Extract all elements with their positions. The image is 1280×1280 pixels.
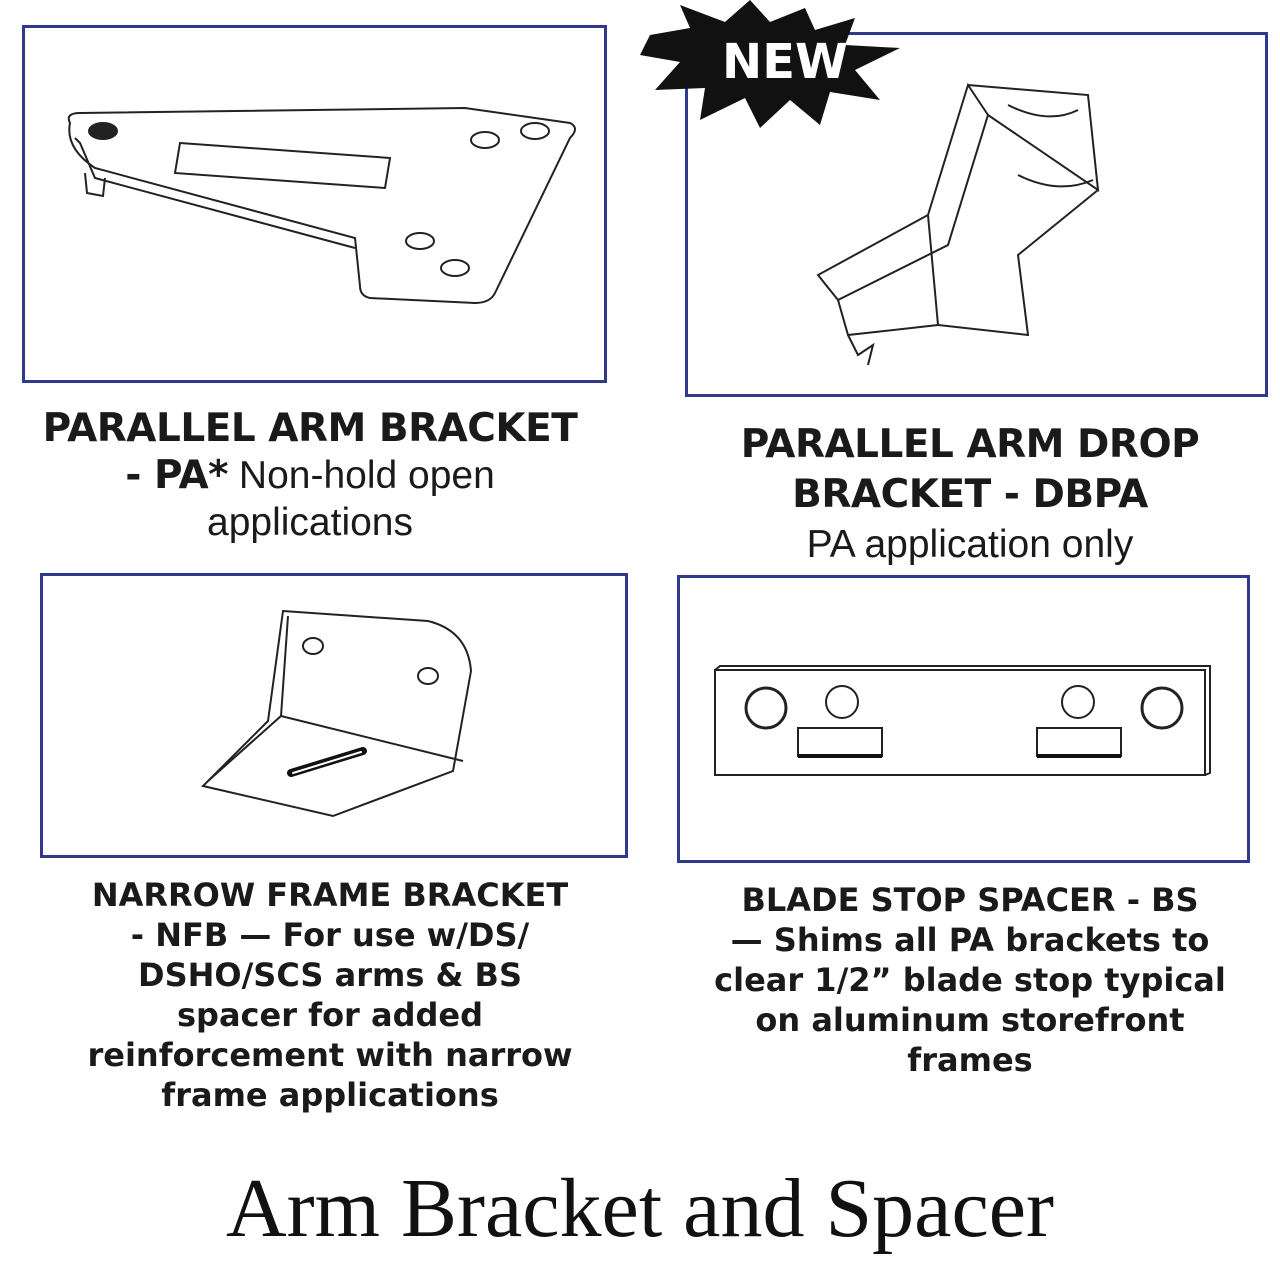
narrow-frame-bracket-panel xyxy=(40,573,628,858)
narrow-frame-bracket-line5: reinforcement with narrow xyxy=(87,1036,573,1074)
new-badge-label: NEW xyxy=(722,34,848,90)
narrow-frame-bracket-line1: NARROW FRAME BRACKET xyxy=(91,876,569,914)
blade-stop-spacer-line4: on aluminum storefront xyxy=(755,1001,1185,1039)
blade-stop-spacer-line2: — Shims all PA brackets to xyxy=(730,921,1210,959)
blade-stop-spacer-illustration xyxy=(714,665,1211,776)
narrow-frame-bracket-line3: DSHO/SCS arms & BS xyxy=(138,956,522,994)
narrow-frame-bracket-illustration xyxy=(201,609,473,818)
drop-bracket-caption: PARALLEL ARM DROP BRACKET - DBPA PA appl… xyxy=(690,420,1250,570)
narrow-frame-bracket-line6: frame applications xyxy=(161,1076,499,1114)
drop-bracket-heading-line2: BRACKET - DBPA xyxy=(792,472,1148,517)
parallel-arm-bracket-note: Non-hold open xyxy=(228,454,495,497)
page-title: Arm Bracket and Spacer xyxy=(226,1162,1054,1255)
blade-stop-spacer-line5: frames xyxy=(907,1041,1033,1079)
narrow-frame-bracket-caption: NARROW FRAME BRACKET - NFB — For use w/D… xyxy=(40,875,620,1115)
parallel-arm-bracket-illustration xyxy=(67,106,576,305)
narrow-frame-bracket-line4: spacer for added xyxy=(177,996,483,1034)
drop-bracket-heading-line1: PARALLEL ARM DROP xyxy=(740,422,1200,467)
drop-bracket-illustration xyxy=(816,82,1100,366)
parallel-arm-bracket-panel xyxy=(22,25,607,383)
blade-stop-spacer-line3: clear 1/2” blade stop typical xyxy=(714,961,1226,999)
blade-stop-spacer-line1: BLADE STOP SPACER - BS xyxy=(741,881,1199,919)
blade-stop-spacer-caption: BLADE STOP SPACER - BS — Shims all PA br… xyxy=(690,880,1250,1080)
drop-bracket-note: PA application only xyxy=(806,523,1134,566)
new-starburst-badge: NEW xyxy=(640,0,900,128)
narrow-frame-bracket-line2: - NFB — For use w/DS/ xyxy=(130,916,530,954)
blade-stop-spacer-panel xyxy=(677,575,1250,863)
parallel-arm-bracket-code: - PA* xyxy=(125,453,229,498)
parallel-arm-bracket-note-line2: applications xyxy=(207,501,413,544)
parallel-arm-bracket-caption: PARALLEL ARM BRACKET - PA* Non-hold open… xyxy=(30,405,590,546)
parallel-arm-bracket-heading: PARALLEL ARM BRACKET xyxy=(42,406,578,451)
